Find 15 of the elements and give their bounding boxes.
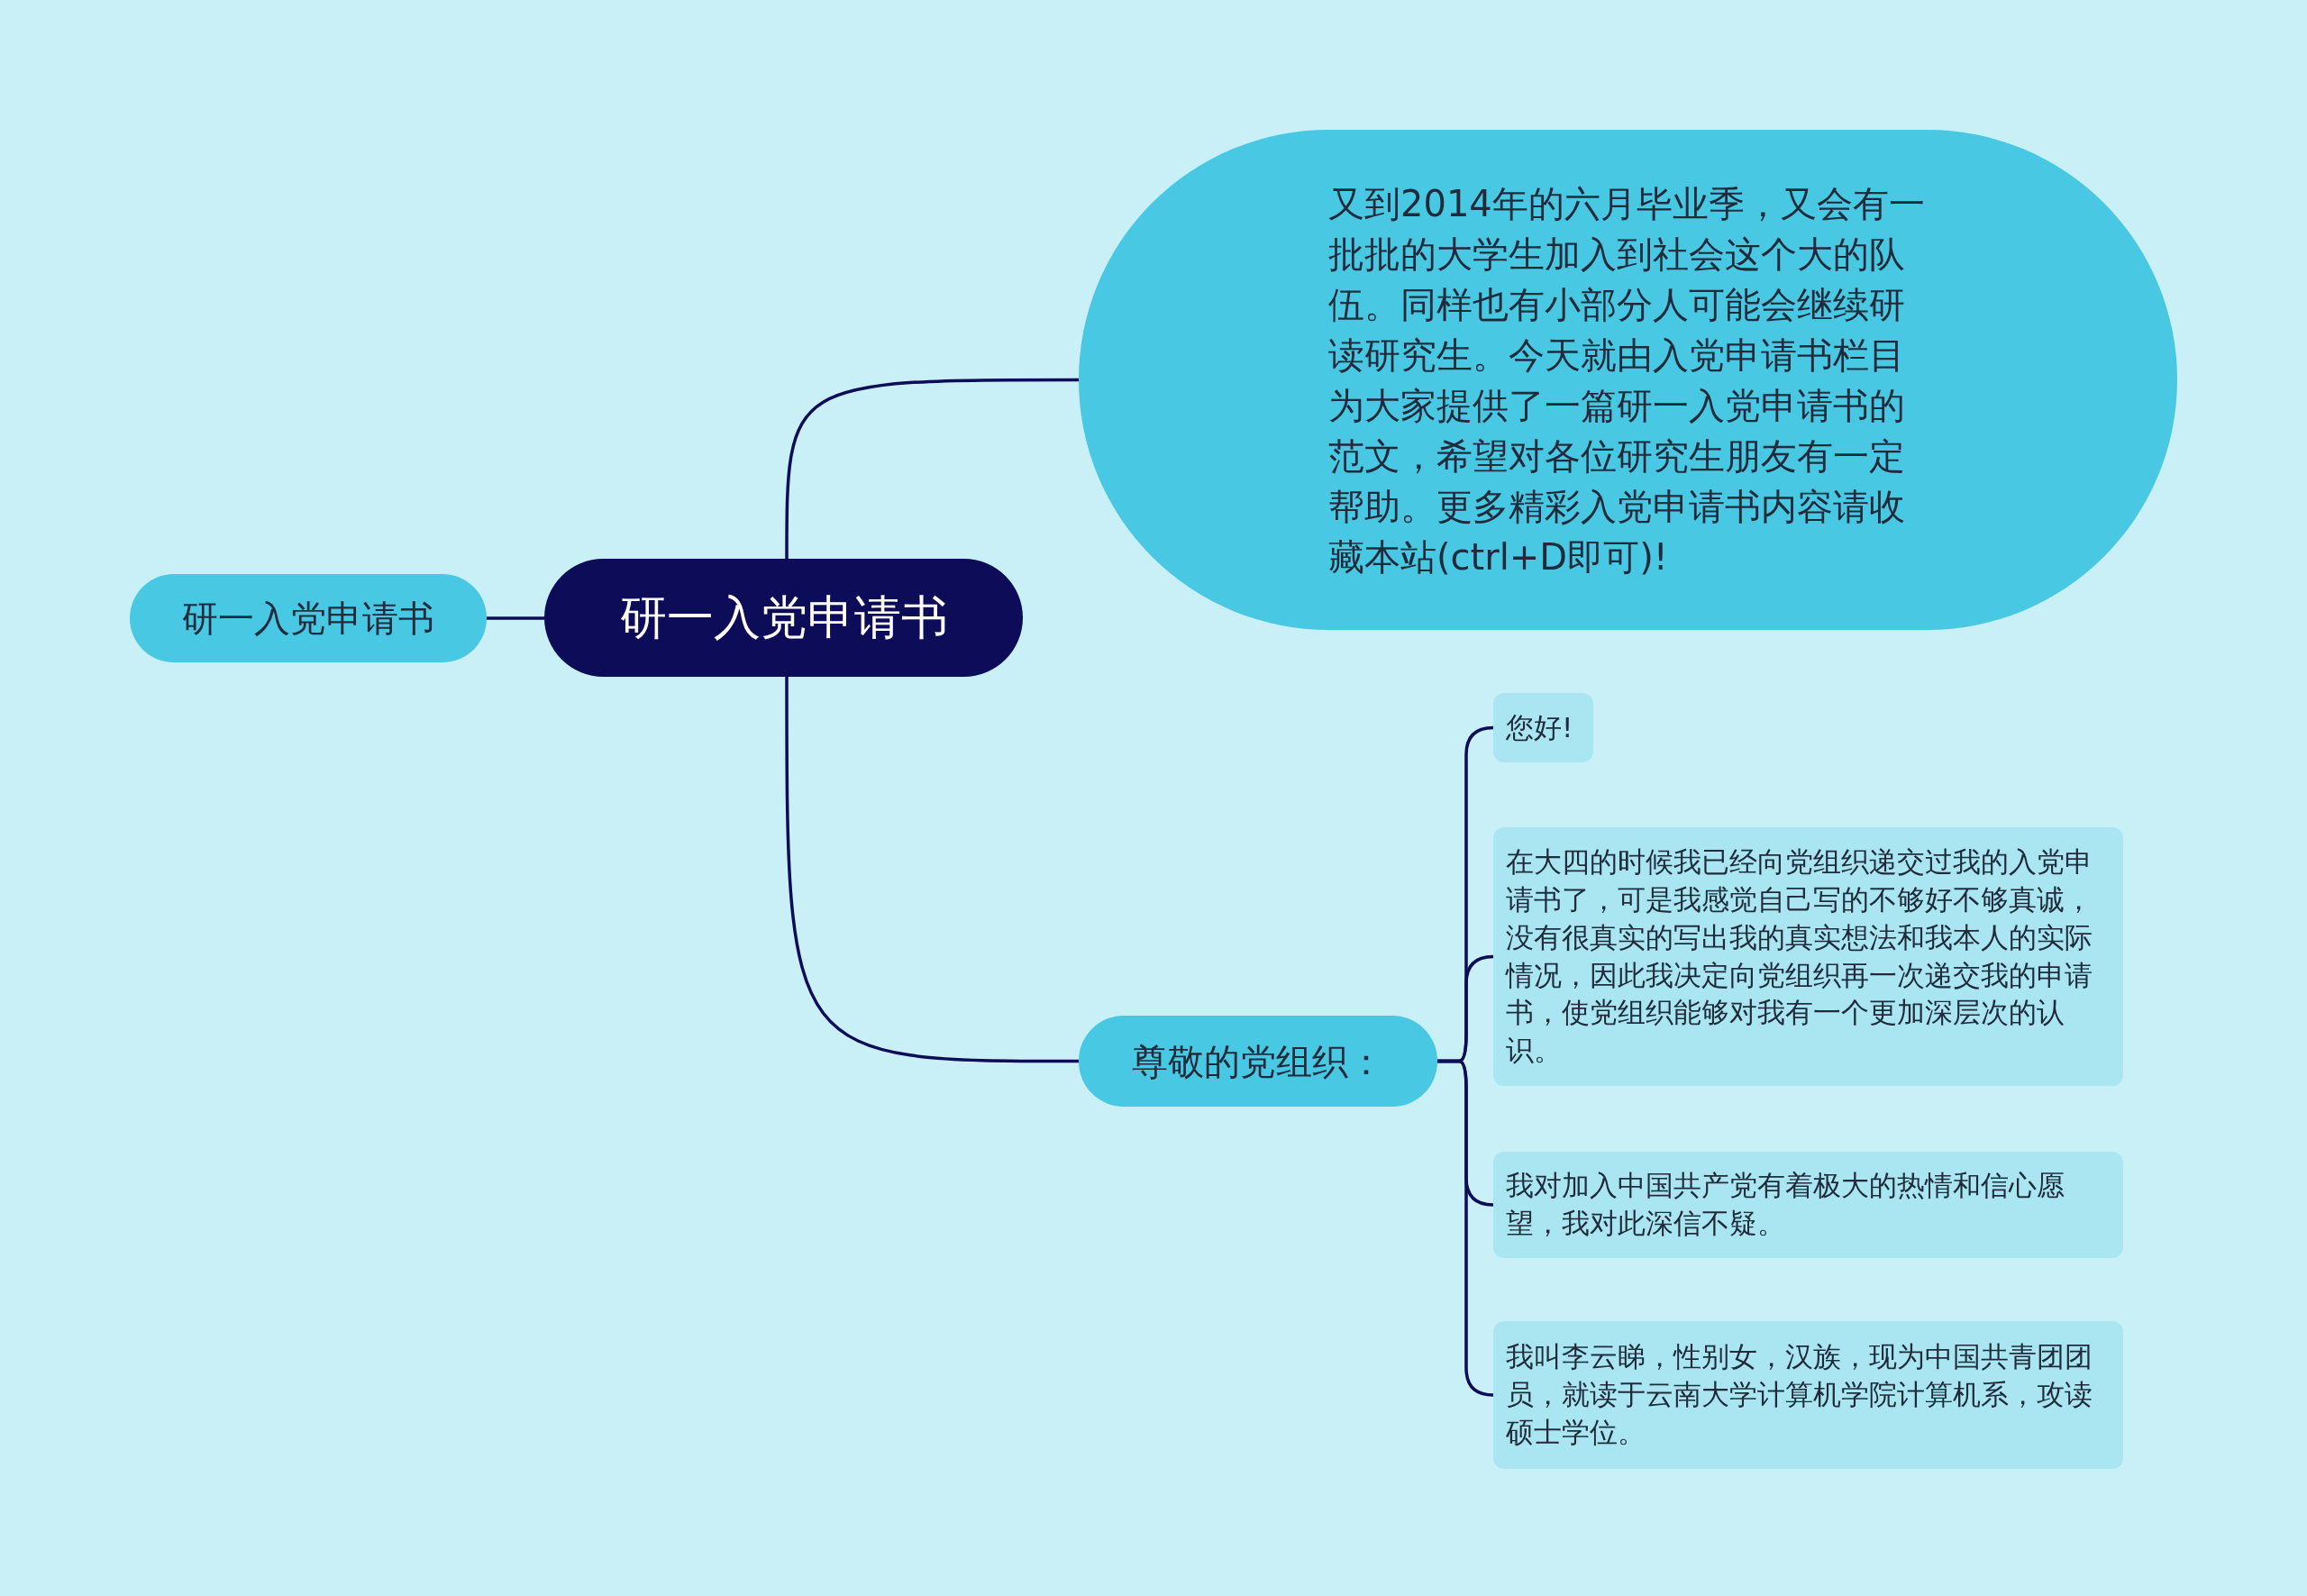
topic-text: 研一入党申请书: [618, 589, 949, 647]
topic-text: 在大四的时候我已经向党组织递交过我的入党申请书了，可是我感觉自己写的不够好不够真诚，没有很真实的写出我的真实想法和我本人的实际情况，因此我决定向党组织再一次递交我的申请书，使党组织能够对我有一个更加深层次的认识。: [1506, 844, 2093, 1069]
subtopic-box: [1493, 1321, 2123, 1469]
connector-line: [785, 378, 1079, 559]
topic-text: 您好!: [1506, 709, 1574, 745]
topic-text: 我叫李云睇，性别女，汉族，现为中国共青团团员，就读于云南大学计算机学院计算机系，攻读硕士学位。: [1506, 1339, 2093, 1450]
topic-text: 研一入党申请书: [181, 597, 435, 641]
topic-text: 又到2014年的六月毕业季，又会有一批批的大学生加入到社会这个大的队伍。同样也有小部分人可能会继续研读研究生。今天就由入党申请书栏目为大家提供了一篇研一入党申请书的范文，希望对各位研究生朋友有一定帮助。更多精彩入党申请书内容请收藏本站(ctrl+D即可)!: [1328, 181, 1926, 579]
topic-text: 我对加入中国共产党有着极大的热情和信心愿望，我对此深信不疑。: [1506, 1168, 2065, 1241]
topic-text: 尊敬的党组织：: [1131, 1039, 1385, 1084]
connector-line: [785, 677, 1079, 1063]
subtopic-box: [1493, 827, 2123, 1086]
subtopic-box: [1493, 1152, 2123, 1258]
subtopic-box: [1493, 693, 1593, 762]
connector-line: [487, 616, 544, 620]
